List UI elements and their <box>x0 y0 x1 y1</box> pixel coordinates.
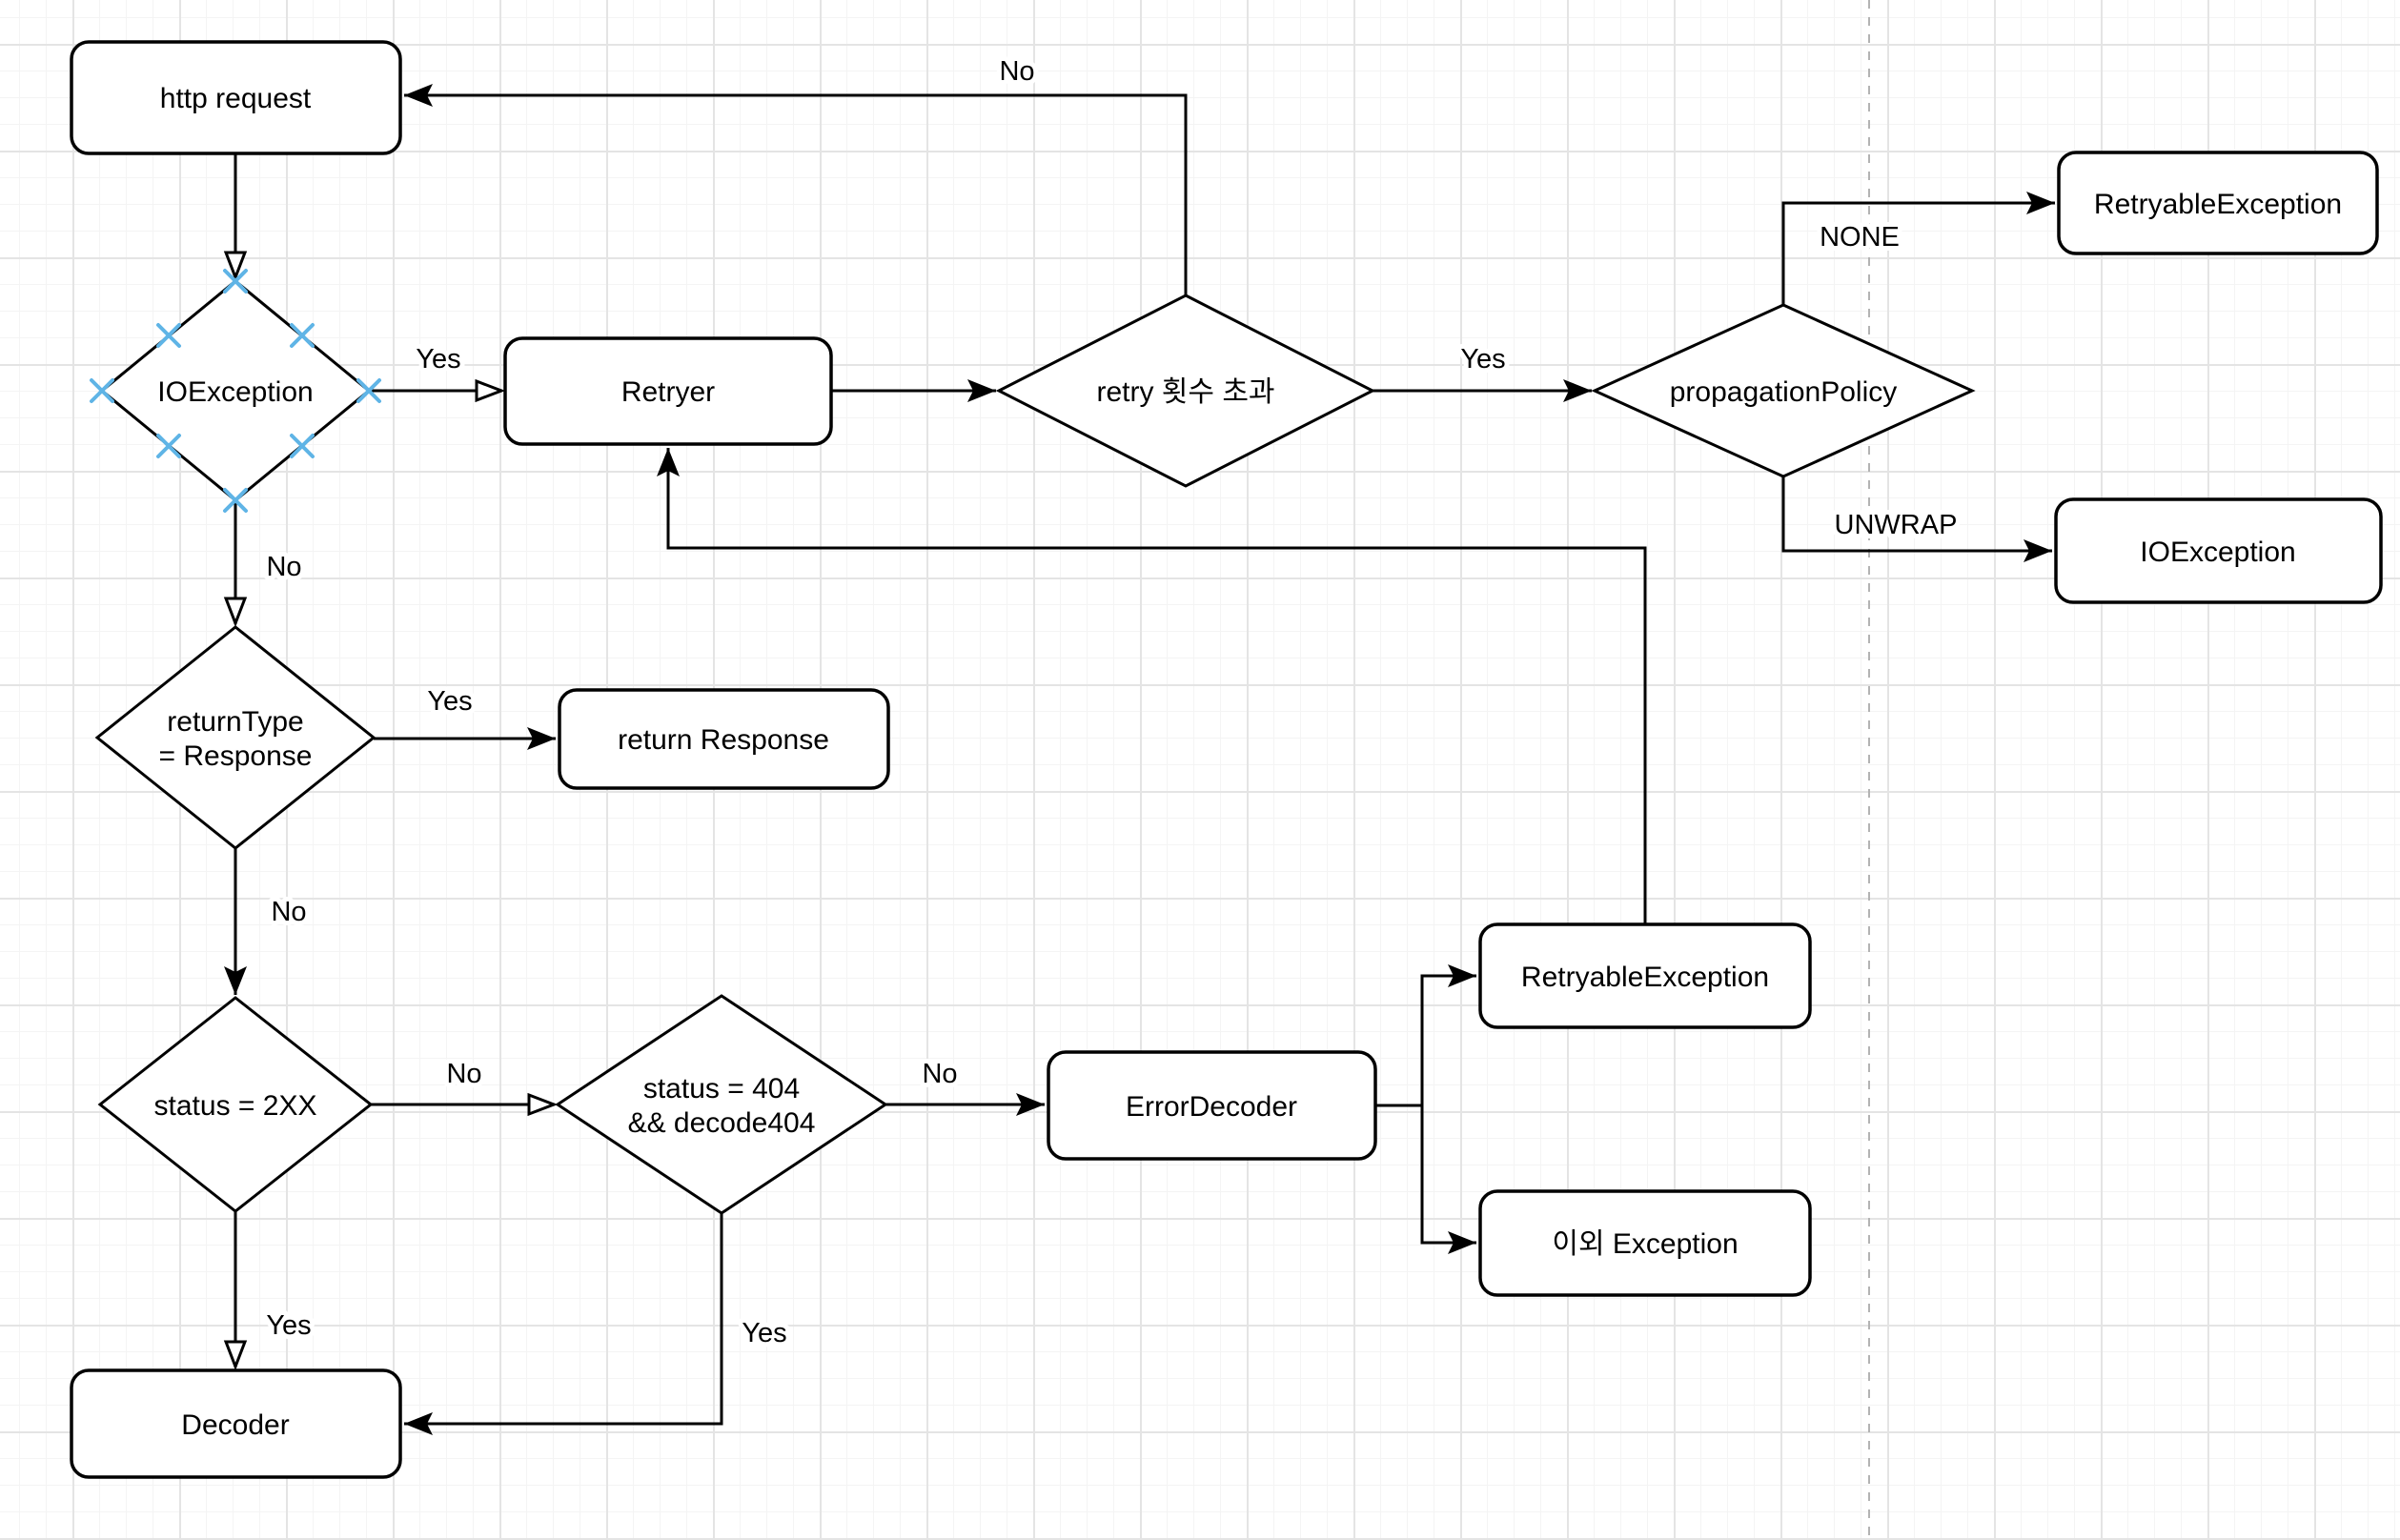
node-other-exception-shape[interactable] <box>1478 1189 1812 1297</box>
edge-label-retry-no: No <box>999 56 1034 87</box>
node-retryer: Retryer <box>503 336 833 446</box>
connection-point-cross-icon[interactable] <box>290 323 315 348</box>
ioexception-connection-points <box>90 269 381 513</box>
node-retryable-exception-mid-shape[interactable] <box>1478 922 1812 1029</box>
edge-propagation-unwrap-to-ioexception[interactable] <box>1781 476 2052 562</box>
decision-status-404-label-line2: && decode404 <box>628 1107 816 1139</box>
edge-label-propagation-unwrap: UNWRAP <box>1835 510 1958 540</box>
decision-ioexception-label: IOException <box>157 376 313 408</box>
node-retryer-shape[interactable] <box>503 336 833 446</box>
decision-propagation-policy: propagationPolicy <box>1591 303 1976 478</box>
node-retryer-label: Retryer <box>621 376 715 408</box>
decision-status-404-shape[interactable] <box>555 994 888 1215</box>
node-http-request-shape[interactable] <box>70 40 402 155</box>
node-error-decoder-label: ErrorDecoder <box>1126 1091 1297 1123</box>
connection-point-cross-icon[interactable] <box>223 488 248 513</box>
decision-return-type-label-line2: = Response <box>159 740 313 772</box>
node-other-exception: 이외 Exception <box>1478 1189 1812 1297</box>
connection-point-cross-icon[interactable] <box>90 378 114 403</box>
decision-return-type-shape[interactable] <box>94 625 376 850</box>
node-retryable-exception-top-shape[interactable] <box>2057 151 2379 255</box>
edge-propagation-none-to-retryable-exception[interactable] <box>1781 192 2055 305</box>
edge-error-decoder-to-retryable-exception[interactable] <box>1420 964 1476 1105</box>
node-http-request-label: http request <box>160 83 312 114</box>
node-ioexception-result-label: IOException <box>2140 537 2295 568</box>
decision-status-404-label-line1: status = 404 <box>643 1073 800 1104</box>
node-ioexception-result-shape[interactable] <box>2054 497 2383 604</box>
edge-label-status-2xx-yes: Yes <box>266 1310 311 1341</box>
node-decoder: Decoder <box>70 1368 402 1479</box>
node-decoder-label: Decoder <box>181 1409 289 1441</box>
node-retryable-exception-mid-label: RetryableException <box>1521 962 1769 993</box>
connection-point-cross-icon[interactable] <box>290 434 315 458</box>
node-ioexception-result: IOException <box>2054 497 2383 604</box>
edge-label-status-404-no: No <box>922 1059 957 1089</box>
decision-status-2xx-shape[interactable] <box>97 996 374 1213</box>
edge-label-returntype-yes: Yes <box>427 686 472 717</box>
edge-error-decoder-to-other-exception[interactable] <box>1420 1105 1476 1254</box>
edge-label-retry-yes: Yes <box>1460 344 1505 375</box>
node-return-response-shape[interactable] <box>558 688 890 790</box>
edges <box>235 84 2055 1435</box>
decision-ioexception: IOException <box>99 279 372 502</box>
decision-retry-exceeded: retry 횟수 초과 <box>995 294 1376 488</box>
decision-status-2xx: status = 2XX <box>97 996 374 1213</box>
decision-propagation-policy-shape[interactable] <box>1591 303 1976 478</box>
decision-retry-exceeded-label: retry 횟수 초과 <box>1096 376 1274 408</box>
connection-point-cross-icon[interactable] <box>156 434 181 458</box>
node-return-response: return Response <box>558 688 890 790</box>
edge-label-ioexception-no: No <box>266 552 301 582</box>
edge-label-status-404-yes: Yes <box>742 1318 786 1348</box>
node-decoder-shape[interactable] <box>70 1368 402 1479</box>
decision-return-type-label-line1: returnType <box>167 706 303 738</box>
decision-status-2xx-label: status = 2XX <box>154 1090 317 1122</box>
connection-point-cross-icon[interactable] <box>156 323 181 348</box>
edge-retry-exceeded-no-to-http-request[interactable] <box>404 84 1188 295</box>
connection-point-cross-icon[interactable] <box>223 269 248 294</box>
node-retryable-exception-top-label: RetryableException <box>2094 189 2342 220</box>
edge-label-returntype-no: No <box>271 897 306 927</box>
edge-labels: Yes No Yes NONE UNWRAP No Yes No No No Y… <box>261 51 1962 1353</box>
edge-label-ioexception-yes: Yes <box>416 344 460 375</box>
edge-retryable-exception-to-retryer[interactable] <box>657 448 1647 924</box>
edge-status-404-yes-to-decoder[interactable] <box>404 1213 723 1435</box>
node-error-decoder-shape[interactable] <box>1047 1050 1377 1161</box>
decision-retry-exceeded-shape[interactable] <box>995 294 1376 488</box>
connection-point-cross-icon[interactable] <box>356 378 381 403</box>
node-other-exception-label: 이외 Exception <box>1552 1228 1738 1260</box>
decision-return-type: returnType = Response <box>94 625 376 850</box>
node-error-decoder: ErrorDecoder <box>1047 1050 1377 1161</box>
node-return-response-label: return Response <box>618 724 829 756</box>
node-retryable-exception-mid: RetryableException <box>1478 922 1812 1029</box>
decision-status-404: status = 404 && decode404 <box>555 994 888 1215</box>
node-http-request: http request <box>70 40 402 155</box>
edge-label-status-2xx-no: No <box>446 1059 481 1089</box>
decision-propagation-policy-label: propagationPolicy <box>1670 376 1898 408</box>
edge-label-propagation-none: NONE <box>1820 222 1900 253</box>
node-retryable-exception-top: RetryableException <box>2057 151 2379 255</box>
